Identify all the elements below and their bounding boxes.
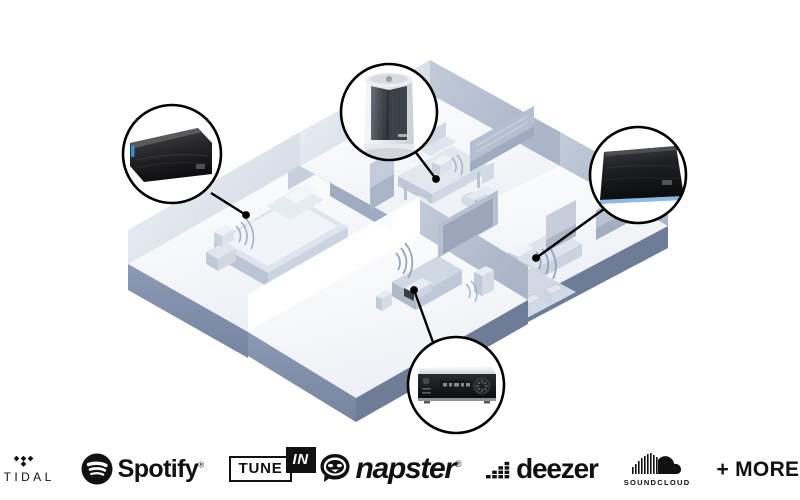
logo-tidal-label: TIDAL bbox=[3, 469, 55, 484]
callout-circle-outline bbox=[588, 125, 688, 225]
wifi-waves-living-room bbox=[395, 242, 414, 279]
logo-deezer-label: deezer bbox=[516, 453, 599, 484]
tidal-icon bbox=[13, 455, 33, 467]
logo-spotify[interactable]: Spotify® bbox=[81, 453, 204, 485]
callout-av-receiver[interactable] bbox=[406, 335, 506, 435]
deezer-icon bbox=[486, 461, 510, 479]
soundbar-product-image bbox=[130, 128, 212, 182]
wifi-waves-study bbox=[451, 154, 464, 176]
isometric-house-scene bbox=[121, 60, 688, 435]
logo-tidal[interactable]: TIDAL bbox=[1, 455, 55, 484]
logo-tunein[interactable]: TUNE IN bbox=[229, 446, 316, 483]
logo-spotify-label: Spotify® bbox=[117, 454, 204, 483]
logo-napster-label: napster® bbox=[355, 452, 462, 485]
wedge-speaker-product-image bbox=[600, 146, 684, 204]
av-receiver-product-image bbox=[418, 366, 496, 404]
wifi-waves-tv-speaker bbox=[465, 280, 478, 303]
soundcloud-icon bbox=[632, 452, 682, 474]
callout-circle-outline bbox=[121, 103, 223, 205]
callout-wedge-speaker[interactable] bbox=[588, 125, 688, 225]
logo-soundcloud-label: SOUNDCLOUD bbox=[623, 477, 691, 487]
callout-circle-outline bbox=[406, 335, 506, 435]
tower-speaker-product-image bbox=[363, 73, 415, 158]
spotify-icon bbox=[81, 453, 113, 485]
logo-napster[interactable]: napster® bbox=[318, 452, 462, 486]
callout-soundbar[interactable] bbox=[121, 103, 223, 205]
callout-leader-lines bbox=[210, 149, 605, 346]
logo-soundcloud[interactable]: SOUNDCLOUD bbox=[624, 452, 691, 487]
room-living-room bbox=[248, 190, 528, 422]
logo-more-label: + MORE bbox=[716, 457, 800, 481]
callout-tower-speaker[interactable] bbox=[339, 62, 439, 162]
logo-deezer[interactable]: deezer bbox=[486, 453, 599, 484]
logo-tunein-badge: IN bbox=[285, 446, 316, 473]
napster-icon bbox=[320, 454, 350, 482]
callout-circle-outline bbox=[339, 62, 439, 162]
music-service-logo-strip: TIDAL Spotify® TUNE IN bbox=[0, 438, 800, 500]
logo-more[interactable]: + MORE bbox=[716, 459, 799, 480]
logo-tunein-label: TUNE bbox=[229, 455, 292, 483]
wifi-waves-bedroom bbox=[235, 218, 255, 250]
